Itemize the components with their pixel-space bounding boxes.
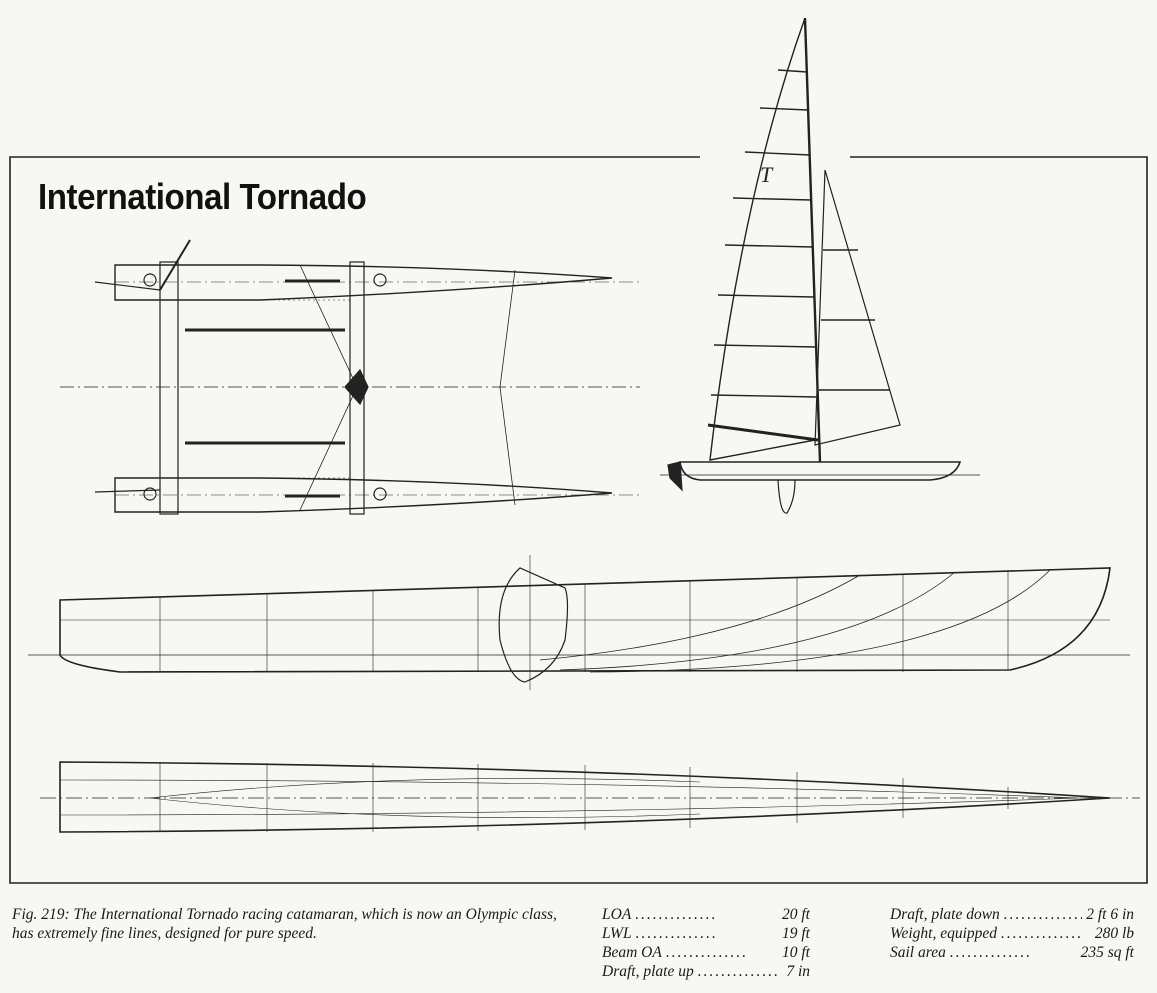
spec-label: Draft, plate down (890, 906, 1000, 923)
spec-label: Sail area (890, 944, 946, 961)
spec-label: Draft, plate up (602, 963, 694, 980)
spec-row: Draft, plate down..............2 ft 6 in (890, 906, 1134, 923)
spec-label: LWL (602, 925, 632, 942)
spec-row: LOA..............20 ft (602, 906, 810, 923)
sail-elevation: T (660, 17, 980, 514)
specs-left: LOA..............20 ft LWL..............… (602, 905, 810, 981)
spec-row: Sail area..............235 sq ft (890, 944, 1134, 961)
spec-value: 2 ft 6 in (1086, 906, 1134, 923)
spec-value: 7 in (786, 963, 810, 980)
spec-label: LOA (602, 906, 632, 923)
figure-caption: Fig. 219: The International Tornado raci… (12, 906, 557, 942)
spec-row: Weight, equipped..............280 lb (890, 925, 1134, 942)
spec-row: Beam OA..............10 ft (602, 944, 810, 961)
spec-value: 10 ft (782, 944, 810, 961)
hull-profile-view (28, 555, 1130, 690)
specs-right: Draft, plate down..............2 ft 6 in… (890, 905, 1134, 962)
deck-plan-view (60, 239, 640, 515)
sail-insignia: T (760, 162, 774, 187)
page-title: International Tornado (38, 176, 367, 217)
spec-value: 235 sq ft (1080, 944, 1134, 961)
hull-plan-view (40, 761, 1140, 833)
spec-value: 20 ft (782, 906, 810, 923)
spec-value: 280 lb (1094, 925, 1134, 942)
spec-value: 19 ft (782, 925, 810, 942)
spec-row: Draft, plate up..............7 in (602, 963, 810, 980)
spec-label: Weight, equipped (890, 925, 998, 942)
spec-label: Beam OA (602, 944, 662, 961)
frame (9, 156, 1148, 884)
spec-row: LWL..............19 ft (602, 925, 810, 942)
